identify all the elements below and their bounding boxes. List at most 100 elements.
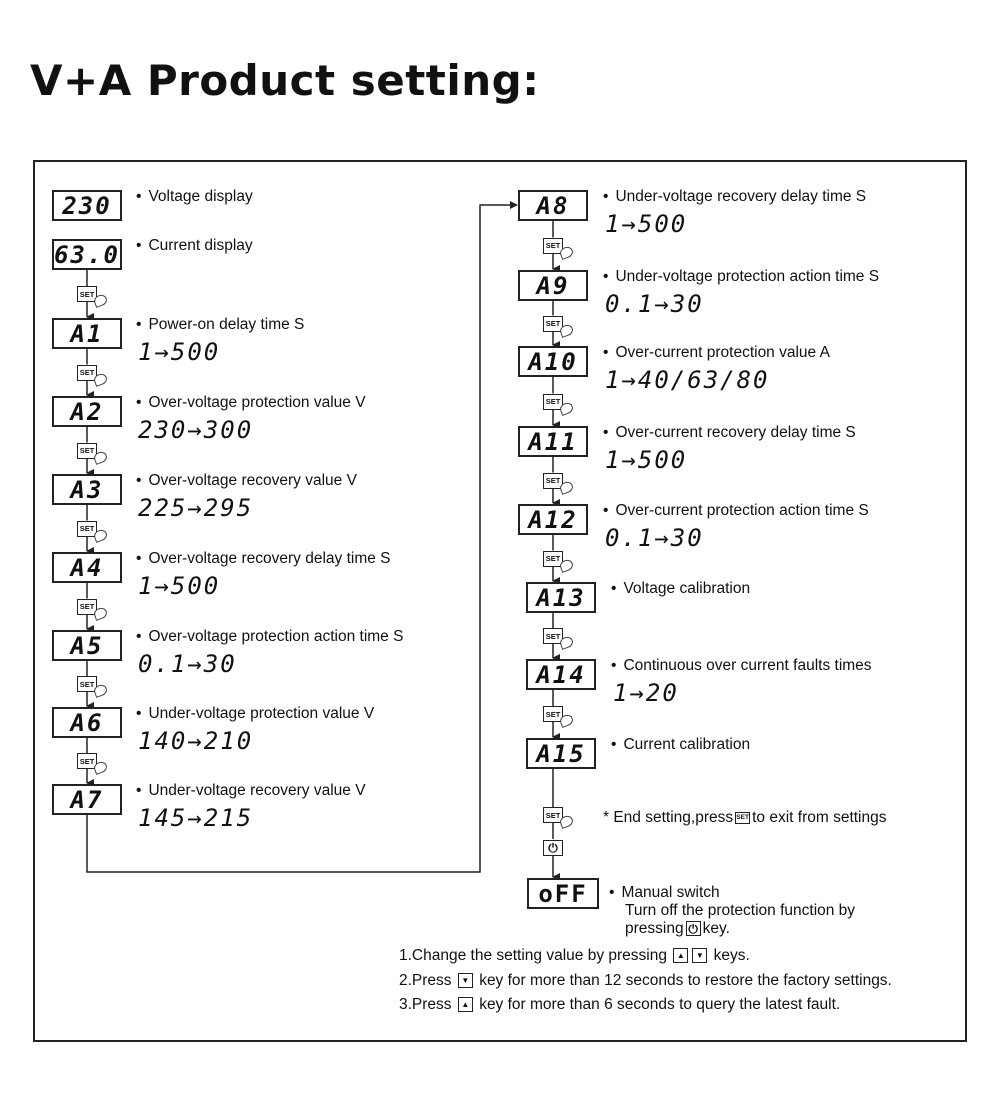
lcd-code: A6 — [70, 708, 104, 737]
down-arrow-key-icon: ▼ — [692, 948, 708, 964]
page-title: V+A Product setting: — [30, 56, 540, 105]
left_column-step-0: 230 — [52, 190, 122, 221]
right_column-label-4: •Over-current protection action time S — [603, 502, 869, 520]
right_column-range-6: 1→20 — [613, 679, 679, 707]
step-label: Power-on delay time S — [148, 316, 305, 333]
left_column-range-8: 145→215 — [138, 804, 254, 832]
bullet-icon: • — [603, 502, 609, 519]
set-key-icon: SET — [543, 628, 563, 644]
bullet-icon: • — [603, 344, 609, 361]
left_column-step-5: A4 — [52, 552, 122, 583]
bullet-icon: • — [603, 268, 609, 285]
left_column-range-2: 1→500 — [138, 338, 221, 366]
step-label: Voltage display — [148, 188, 253, 205]
left_column-range-5: 1→500 — [138, 572, 221, 600]
power-icon: ⏻ — [543, 840, 563, 856]
bullet-icon: • — [603, 188, 609, 205]
set-key-icon: SET — [77, 442, 97, 459]
step-label: Over-voltage protection action time S — [148, 628, 404, 645]
diagram-frame — [33, 160, 967, 1042]
left_column-label-6: • Over-voltage protection action time S — [136, 628, 403, 646]
bullet-icon: • — [136, 472, 142, 489]
lcd-code: A12 — [528, 505, 578, 534]
set-key-icon: SET — [543, 237, 563, 254]
bullet-icon: • — [611, 657, 617, 674]
right_column-step-4: A12 — [518, 504, 588, 535]
set-key-icon: SET — [543, 807, 563, 823]
bullet-icon: • — [136, 705, 142, 722]
step-label: Over-current recovery delay time S — [615, 424, 856, 441]
note-1: 1.Change the setting value by pressing ▲… — [399, 947, 750, 964]
bullet-icon: • — [611, 736, 617, 753]
left_column-label-4: • Over-voltage recovery value V — [136, 472, 357, 490]
step-label: Current display — [148, 237, 253, 254]
bullet-icon: • — [611, 580, 617, 597]
left_column-range-6: 0.1→30 — [138, 650, 237, 678]
right_column-label-5: • Voltage calibration — [611, 580, 750, 598]
lcd-code: A2 — [70, 397, 104, 426]
set-key-icon: SET — [543, 393, 563, 410]
left_column-label-7: • Under-voltage protection value V — [136, 705, 374, 723]
lcd-code: A8 — [536, 191, 570, 220]
set-key-icon: SET — [77, 753, 97, 769]
set-key-icon: SET — [77, 598, 97, 615]
lcd-code: A7 — [70, 785, 104, 814]
right_column-label-6: •Continuous over current faults times — [611, 657, 872, 675]
bullet-icon: • — [136, 188, 142, 205]
note-3: 3.Press ▲ key for more than 6 seconds to… — [399, 996, 841, 1013]
lcd-code: A15 — [536, 739, 586, 768]
set-key-icon: SET — [77, 364, 97, 381]
bullet-icon: • — [136, 550, 142, 567]
step-label: Over-current protection value A — [615, 344, 830, 361]
set-key-icon: SET — [543, 315, 563, 332]
step-label: Over-voltage recovery value V — [148, 472, 357, 489]
left_column-label-2: • Power-on delay time S — [136, 316, 304, 334]
step-label: Current calibration — [623, 736, 751, 753]
set-key-icon: SET — [77, 286, 97, 302]
right_column-step-5: A13 — [526, 582, 596, 613]
step-label: Over-voltage recovery delay time S — [148, 550, 391, 567]
step-label: Voltage calibration — [623, 580, 751, 597]
right_column-step-0: A8 — [518, 190, 588, 221]
set-key-icon: SET — [543, 706, 563, 722]
right_column-label-2: • Over-current protection value A — [603, 344, 830, 362]
lcd-code: 63.0 — [54, 240, 120, 269]
left_column-label-0: • Voltage display — [136, 188, 253, 206]
lcd-code: A11 — [528, 427, 578, 456]
step-label: Under-voltage recovery delay time S — [615, 188, 867, 205]
right_column-range-4: 0.1→30 — [605, 524, 704, 552]
lcd-code: A4 — [70, 553, 104, 582]
left_column-step-2: A1 — [52, 318, 122, 349]
off-step: oFF — [527, 878, 599, 909]
off-line-3-prefix: pressing — [625, 920, 684, 937]
bullet-icon: • — [136, 628, 142, 645]
lcd-code: oFF — [538, 879, 588, 908]
lcd-code: A1 — [70, 319, 104, 348]
left_column-step-7: A6 — [52, 707, 122, 738]
lcd-code: A9 — [536, 271, 570, 300]
right_column-label-1: • Under-voltage protection action time S — [603, 268, 879, 286]
left_column-range-3: 230→300 — [138, 416, 254, 444]
right_column-range-3: 1→500 — [605, 446, 688, 474]
bullet-icon: • — [136, 316, 142, 333]
off-line-3-suffix: key. — [702, 920, 730, 937]
step-label: Under-voltage recovery value V — [148, 782, 366, 799]
up-arrow-key-icon: ▲ — [457, 997, 473, 1013]
step-label: Under-voltage protection action time S — [615, 268, 880, 285]
right_column-label-0: • Under-voltage recovery delay time S — [603, 188, 866, 206]
set-key-icon: SET — [543, 550, 563, 567]
left_column-step-1: 63.0 — [52, 239, 122, 270]
up-arrow-key-icon: ▲ — [673, 948, 689, 964]
right_column-step-1: A9 — [518, 270, 588, 301]
left_column-label-3: •Over-voltage protection value V — [136, 394, 366, 412]
lcd-code: A14 — [536, 660, 586, 689]
step-label: Under-voltage protection value V — [148, 705, 375, 722]
left_column-range-4: 225→295 — [138, 494, 254, 522]
left_column-step-4: A3 — [52, 474, 122, 505]
lcd-code: A13 — [536, 583, 586, 612]
right_column-step-7: A15 — [526, 738, 596, 769]
right_column-label-7: • Current calibration — [611, 736, 750, 754]
right_column-range-2: 1→40/63/80 — [605, 366, 770, 394]
